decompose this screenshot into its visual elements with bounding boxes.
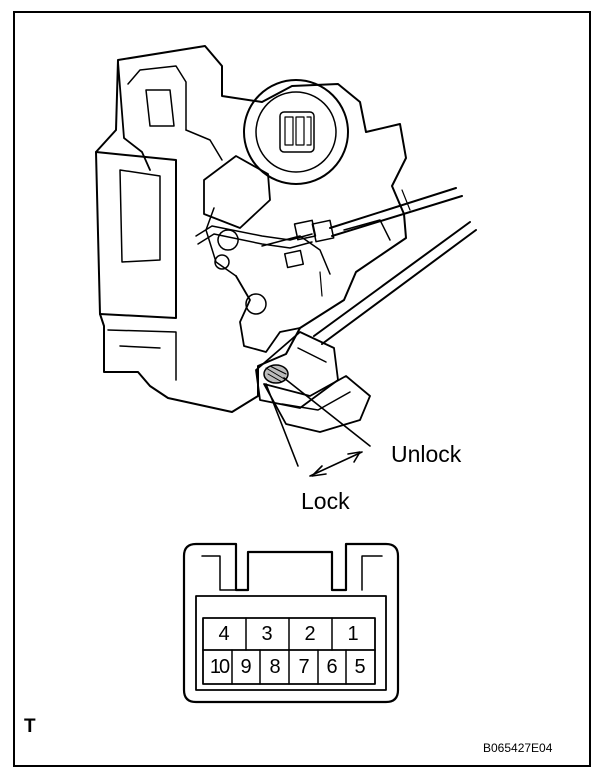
figure-frame: [13, 11, 591, 767]
pin-label: 6: [326, 656, 338, 678]
pin-label: 5: [354, 656, 366, 678]
connector-outline: [182, 542, 400, 704]
pin-label: 4: [218, 623, 230, 645]
pin-label: 8: [269, 656, 281, 678]
pin-label: 7: [298, 656, 310, 678]
pin-label: 3: [261, 623, 273, 645]
pin-label: 2: [304, 623, 316, 645]
unlock-label: Unlock: [391, 441, 462, 467]
pin-label: 9: [240, 656, 252, 678]
corner-mark: T: [24, 716, 36, 737]
door-lock-assembly: [95, 45, 477, 477]
figure-id: B065427E04: [483, 741, 553, 755]
lock-label: Lock: [301, 488, 350, 514]
pin-label: 10: [209, 656, 230, 678]
pin-label: 1: [347, 623, 359, 645]
